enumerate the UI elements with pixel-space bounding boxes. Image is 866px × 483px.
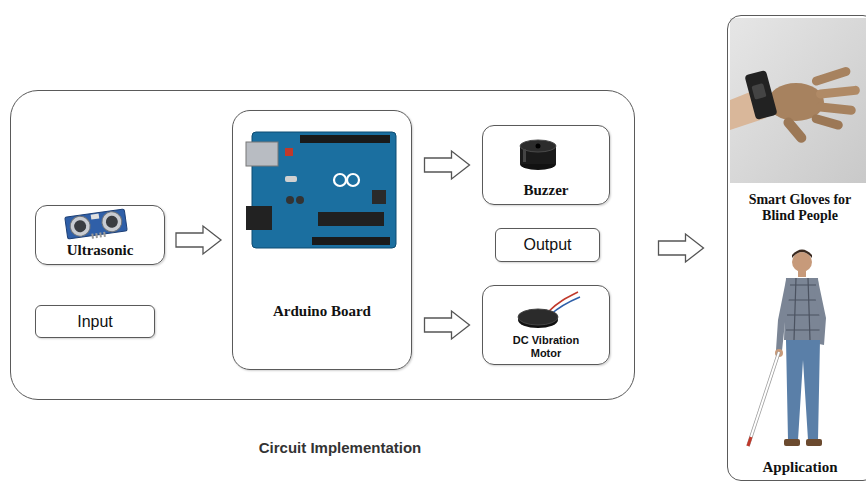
smart-glove-photo-part (730, 18, 866, 183)
smart-glove-photo-part (781, 115, 808, 144)
blind-person-photo-part (748, 437, 751, 446)
blind-person-photo-part (748, 352, 779, 446)
buzzer-illustration-part (536, 144, 541, 149)
flow-arrow (659, 234, 704, 262)
ultrasonic-sensor-illustration-part (91, 214, 100, 220)
smart-glove-photo-part (751, 83, 766, 100)
flow-arrow (176, 226, 221, 254)
ultrasonic-sensor-illustration-part (99, 232, 102, 237)
blind-person-photo-part (748, 352, 779, 446)
arduino-board-illustration-part (285, 176, 297, 182)
arduino-board-illustration-part (285, 148, 293, 156)
ultrasonic-sensor-illustration-part (69, 215, 92, 238)
smart-glove-photo-part (811, 66, 852, 87)
arduino-board-illustration-part (246, 206, 272, 230)
vibration-motor-illustration-part (518, 309, 558, 325)
arduino-board-illustration (246, 132, 396, 248)
panel-caption: Circuit Implementation (230, 439, 450, 456)
blind-person-photo-part (792, 250, 812, 259)
smart-glove-photo (730, 18, 866, 183)
buzzer-illustration (520, 140, 556, 170)
flow-arrow (425, 151, 470, 179)
smart-glove-photo-part (815, 102, 856, 115)
output-device-box: DC Vibration Motor (482, 285, 610, 365)
blind-person-photo-part (806, 439, 822, 446)
blind-person-photo-part (814, 280, 826, 345)
ultrasonic-sensor-illustration-part (65, 209, 127, 239)
smart-glove-photo-part (811, 113, 844, 130)
blind-person-photo-part (784, 439, 800, 446)
box-label: Ultrasonic (38, 242, 162, 259)
role-label-box: Input (35, 305, 155, 338)
arduino-board-illustration-part (318, 212, 384, 226)
vibration-motor-illustration-part (548, 292, 578, 312)
arduino-board-illustration-part (286, 196, 294, 204)
role-label-box: Output (495, 228, 600, 262)
blind-person-photo-part (786, 340, 820, 440)
blind-person-photo (748, 250, 826, 447)
ultrasonic-sensor-illustration-part (91, 233, 94, 238)
arduino-board-illustration-part (312, 237, 390, 245)
arduino-board-illustration-part (296, 196, 304, 204)
buzzer-illustration-part (523, 149, 526, 162)
panel-heading: Smart Gloves for Blind People (738, 192, 862, 224)
controller-box: Arduino Board (232, 110, 412, 370)
box-label: Buzzer (486, 182, 606, 199)
ultrasonic-sensor-illustration-part (105, 215, 119, 229)
container-panel: UltrasonicInput Arduino Board BuzzerOutput… (10, 90, 635, 400)
blind-person-photo-part (798, 271, 806, 277)
box-label: Arduino Board (236, 303, 408, 320)
arduino-board-illustration-part (347, 174, 359, 186)
blind-person-photo-part (792, 252, 812, 272)
smart-glove-photo-part (744, 70, 777, 120)
arduino-board-illustration-part (372, 190, 386, 204)
box-label: Input (37, 313, 153, 331)
output-device-box: Buzzer (482, 125, 610, 205)
ultrasonic-sensor-illustration-part (95, 233, 98, 238)
vibration-motor-illustration (518, 292, 580, 328)
arduino-board-illustration-part (300, 135, 390, 143)
box-label: Application (740, 459, 860, 476)
arduino-board-illustration-part (334, 174, 346, 186)
application-panel: Smart Gloves for Blind PeopleApplication (727, 15, 866, 481)
arduino-board-illustration-part (246, 142, 278, 166)
ultrasonic-sensor-illustration (65, 209, 128, 242)
flow-arrow (425, 311, 470, 339)
smart-glove-photo-part (816, 85, 861, 99)
box-label: DC Vibration Motor (498, 334, 594, 359)
box-label: Output (497, 236, 598, 254)
ultrasonic-sensor-illustration-part (73, 219, 87, 233)
ultrasonic-sensor-illustration-part (103, 232, 106, 237)
ultrasonic-sensor-illustration-part (101, 210, 124, 233)
sensor-box: Ultrasonic (35, 205, 165, 265)
